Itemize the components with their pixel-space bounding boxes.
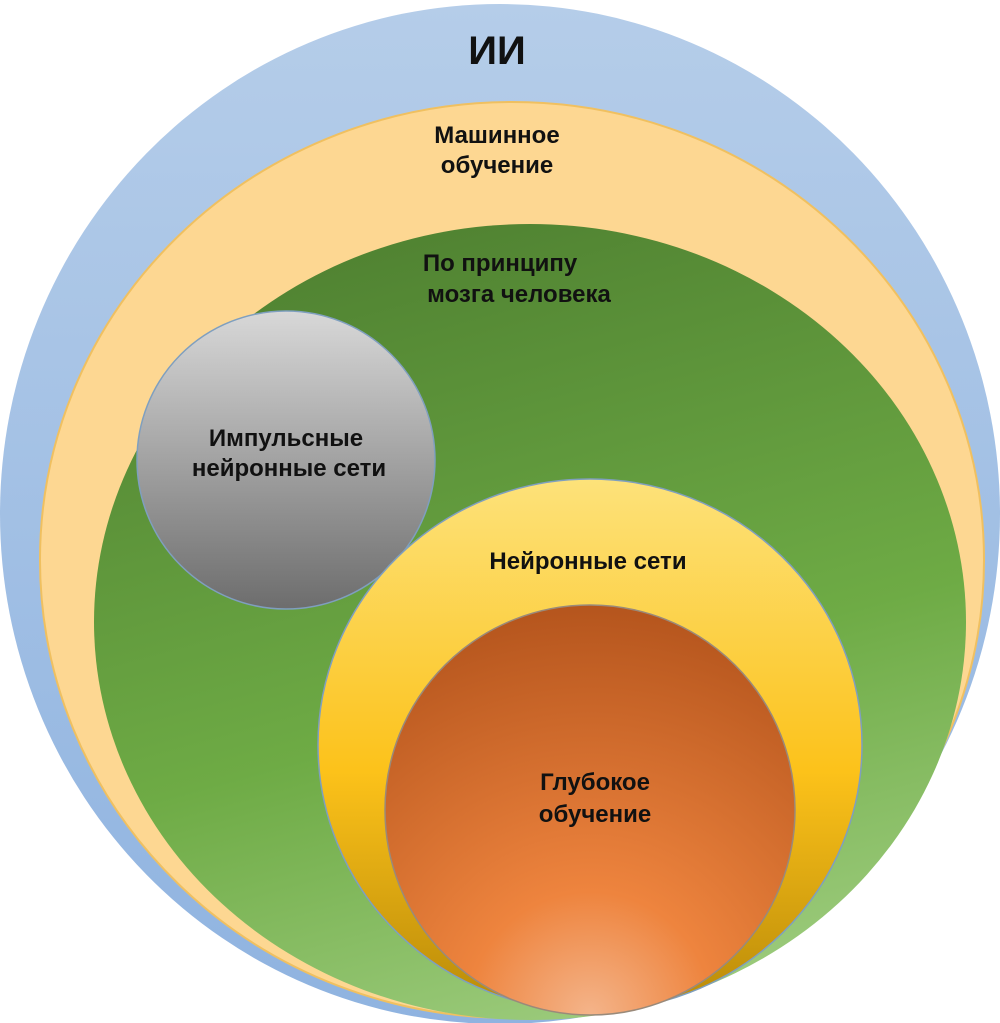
brain-inspired-label-line1: По принципу	[423, 250, 578, 277]
spiking-neural-networks-circle: Импульсные нейронные сети	[136, 310, 436, 610]
neural-networks-label: Нейронные сети	[489, 548, 686, 575]
brain-inspired-label-line2: мозга человека	[427, 281, 611, 308]
deep-learning-label-line1: Глубокое	[540, 769, 650, 796]
ai-label: ИИ	[468, 29, 526, 73]
deep-learning-circle: Глубокое обучение	[384, 604, 796, 1016]
machine-learning-label-line1: Машинное	[434, 122, 559, 149]
machine-learning-label-line2: обучение	[441, 152, 553, 179]
spiking-nn-label-line1: Импульсные	[209, 425, 363, 452]
deep-learning-label-line2: обучение	[539, 801, 651, 828]
spiking-nn-label-line2: нейронные сети	[192, 455, 386, 482]
